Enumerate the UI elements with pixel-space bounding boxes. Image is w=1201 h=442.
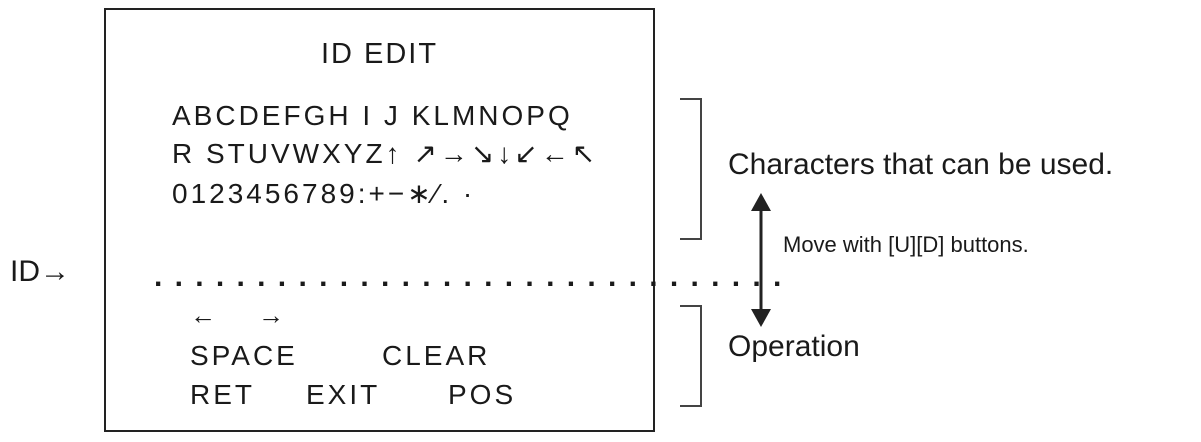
characters-annotation: Characters that can be used. xyxy=(728,148,1114,181)
move-annotation: Move with [U][D] buttons. xyxy=(783,232,1029,257)
id-pointer-label: ID→ xyxy=(10,255,70,288)
characters-bracket xyxy=(680,98,702,240)
operation-bracket xyxy=(680,305,702,407)
charset-row-letters-2[interactable]: R STUVWXYZ↑ ↗→↘↓↙←↖ xyxy=(172,138,599,169)
screen-title: ID EDIT xyxy=(320,38,439,70)
space-option[interactable]: SPACE xyxy=(190,340,298,371)
ret-option[interactable]: RET xyxy=(190,379,255,410)
charset-row-digits-symbols[interactable]: 0123456789:+−∗⁄. · xyxy=(172,178,476,209)
clear-option[interactable]: CLEAR xyxy=(382,340,491,371)
charset-row-letters-1[interactable]: ABCDEFGH I J KLMNOPQ xyxy=(172,100,573,131)
pos-option[interactable]: POS xyxy=(448,379,517,410)
id-edit-screen: ID EDIT ABCDEFGH I J KLMNOPQ R STUVWXYZ↑… xyxy=(104,8,781,432)
id-entry-field[interactable]: ............................... xyxy=(154,260,794,293)
operation-annotation: Operation xyxy=(728,330,860,363)
up-down-arrow-icon xyxy=(751,193,771,327)
cursor-right-arrow-icon[interactable]: → xyxy=(258,300,284,330)
exit-option[interactable]: EXIT xyxy=(306,379,381,410)
cursor-left-arrow-icon[interactable]: ← xyxy=(190,300,216,330)
